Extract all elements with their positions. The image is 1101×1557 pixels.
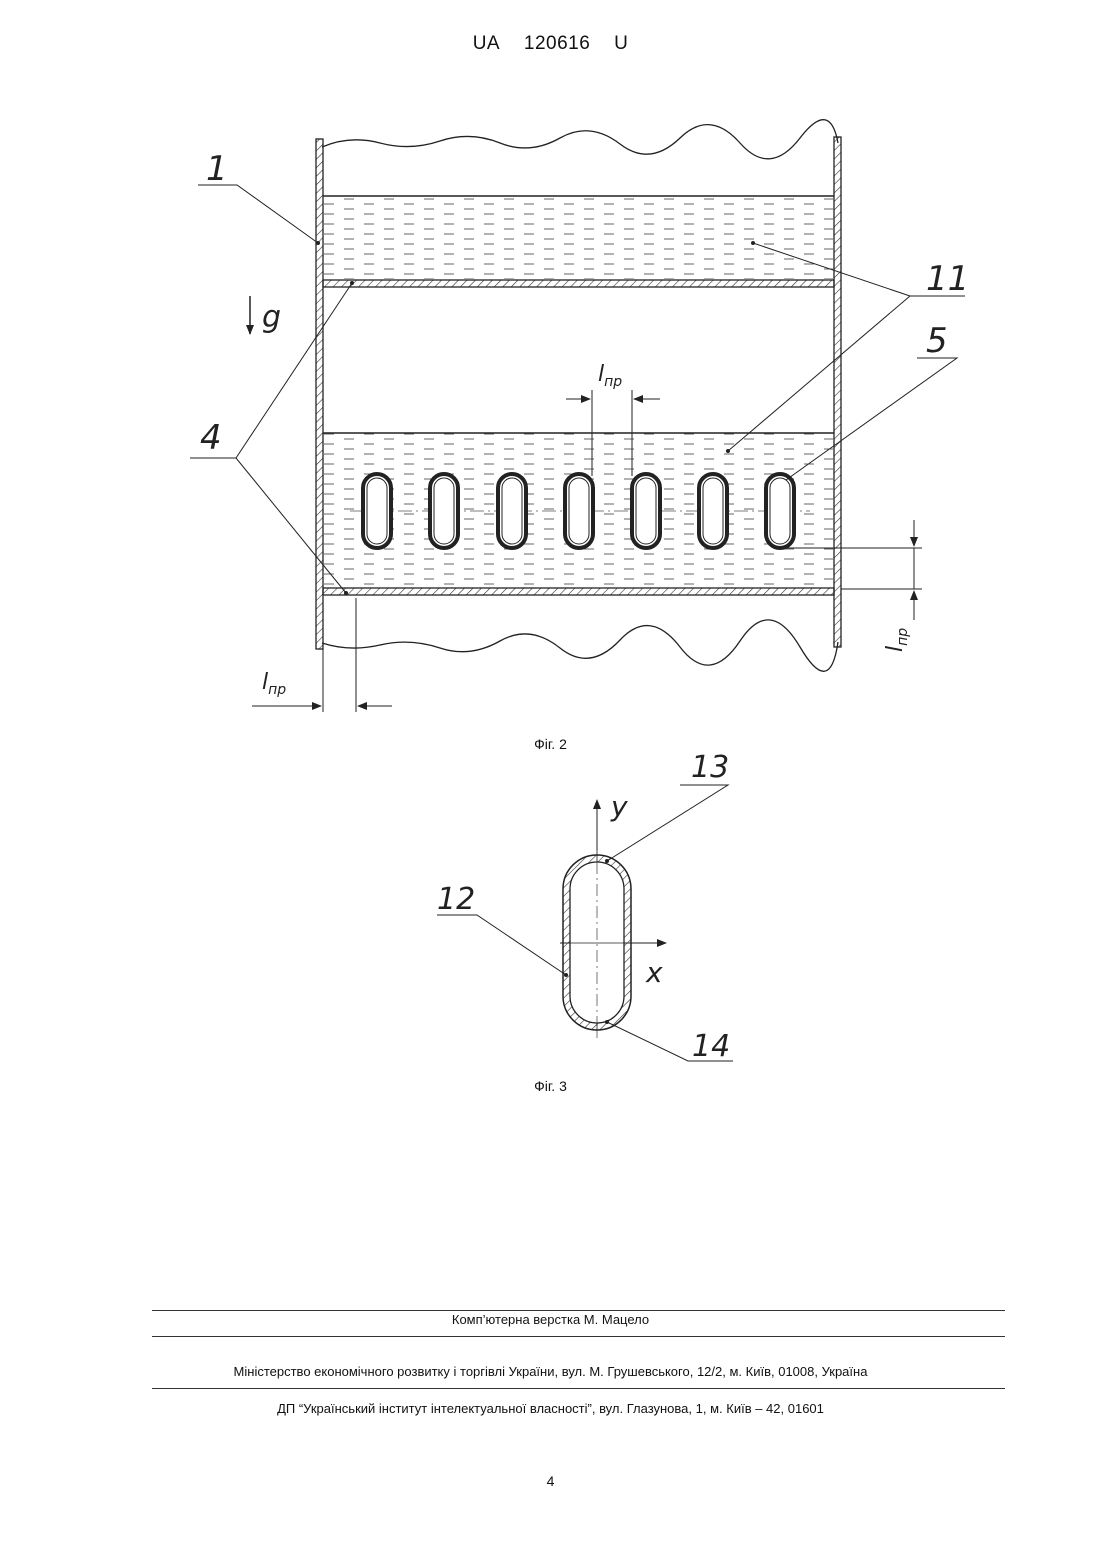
label-pitch-top: lпр	[598, 362, 622, 390]
label-pitch-right: lпр	[883, 628, 911, 652]
footer-ministry: Міністерство економічного розвитку і тор…	[0, 1364, 1101, 1379]
divider	[152, 1388, 1005, 1389]
divider	[152, 1336, 1005, 1337]
footer-institute: ДП “Український інститут інтелектуальної…	[0, 1401, 1101, 1416]
label-stream: 11	[926, 259, 969, 299]
page-number: 4	[0, 1473, 1101, 1489]
wall-right	[834, 137, 841, 647]
wall-left	[316, 139, 323, 649]
label-pitch-bottom: lпр	[262, 670, 286, 698]
figure-2-caption: Фіг. 2	[0, 736, 1101, 752]
partition-upper	[323, 280, 834, 287]
partition-lower	[323, 588, 834, 595]
divider	[152, 1310, 1005, 1311]
label-axis-x: x	[645, 956, 663, 989]
label-wall: 1	[206, 149, 228, 189]
label-tube: 5	[926, 321, 948, 361]
footer-layout: Комп’ютерна верстка М. Мацело	[0, 1312, 1101, 1327]
liquid-layer-upper	[323, 196, 834, 279]
label-gravity: g	[262, 300, 281, 335]
label-outer: 13	[691, 750, 729, 785]
break-line-bottom	[322, 620, 838, 671]
figure-3-caption: Фіг. 3	[0, 1078, 1101, 1094]
label-side: 12	[437, 882, 475, 917]
label-partition: 4	[200, 418, 222, 458]
figure-3: 13 12 14 y x	[437, 750, 733, 1064]
label-axis-y: y	[610, 790, 628, 823]
break-line-top	[322, 120, 838, 159]
figure-2: 1 4 11 5 g lпр lпр lпр	[190, 120, 969, 712]
label-bottom: 14	[692, 1029, 730, 1064]
